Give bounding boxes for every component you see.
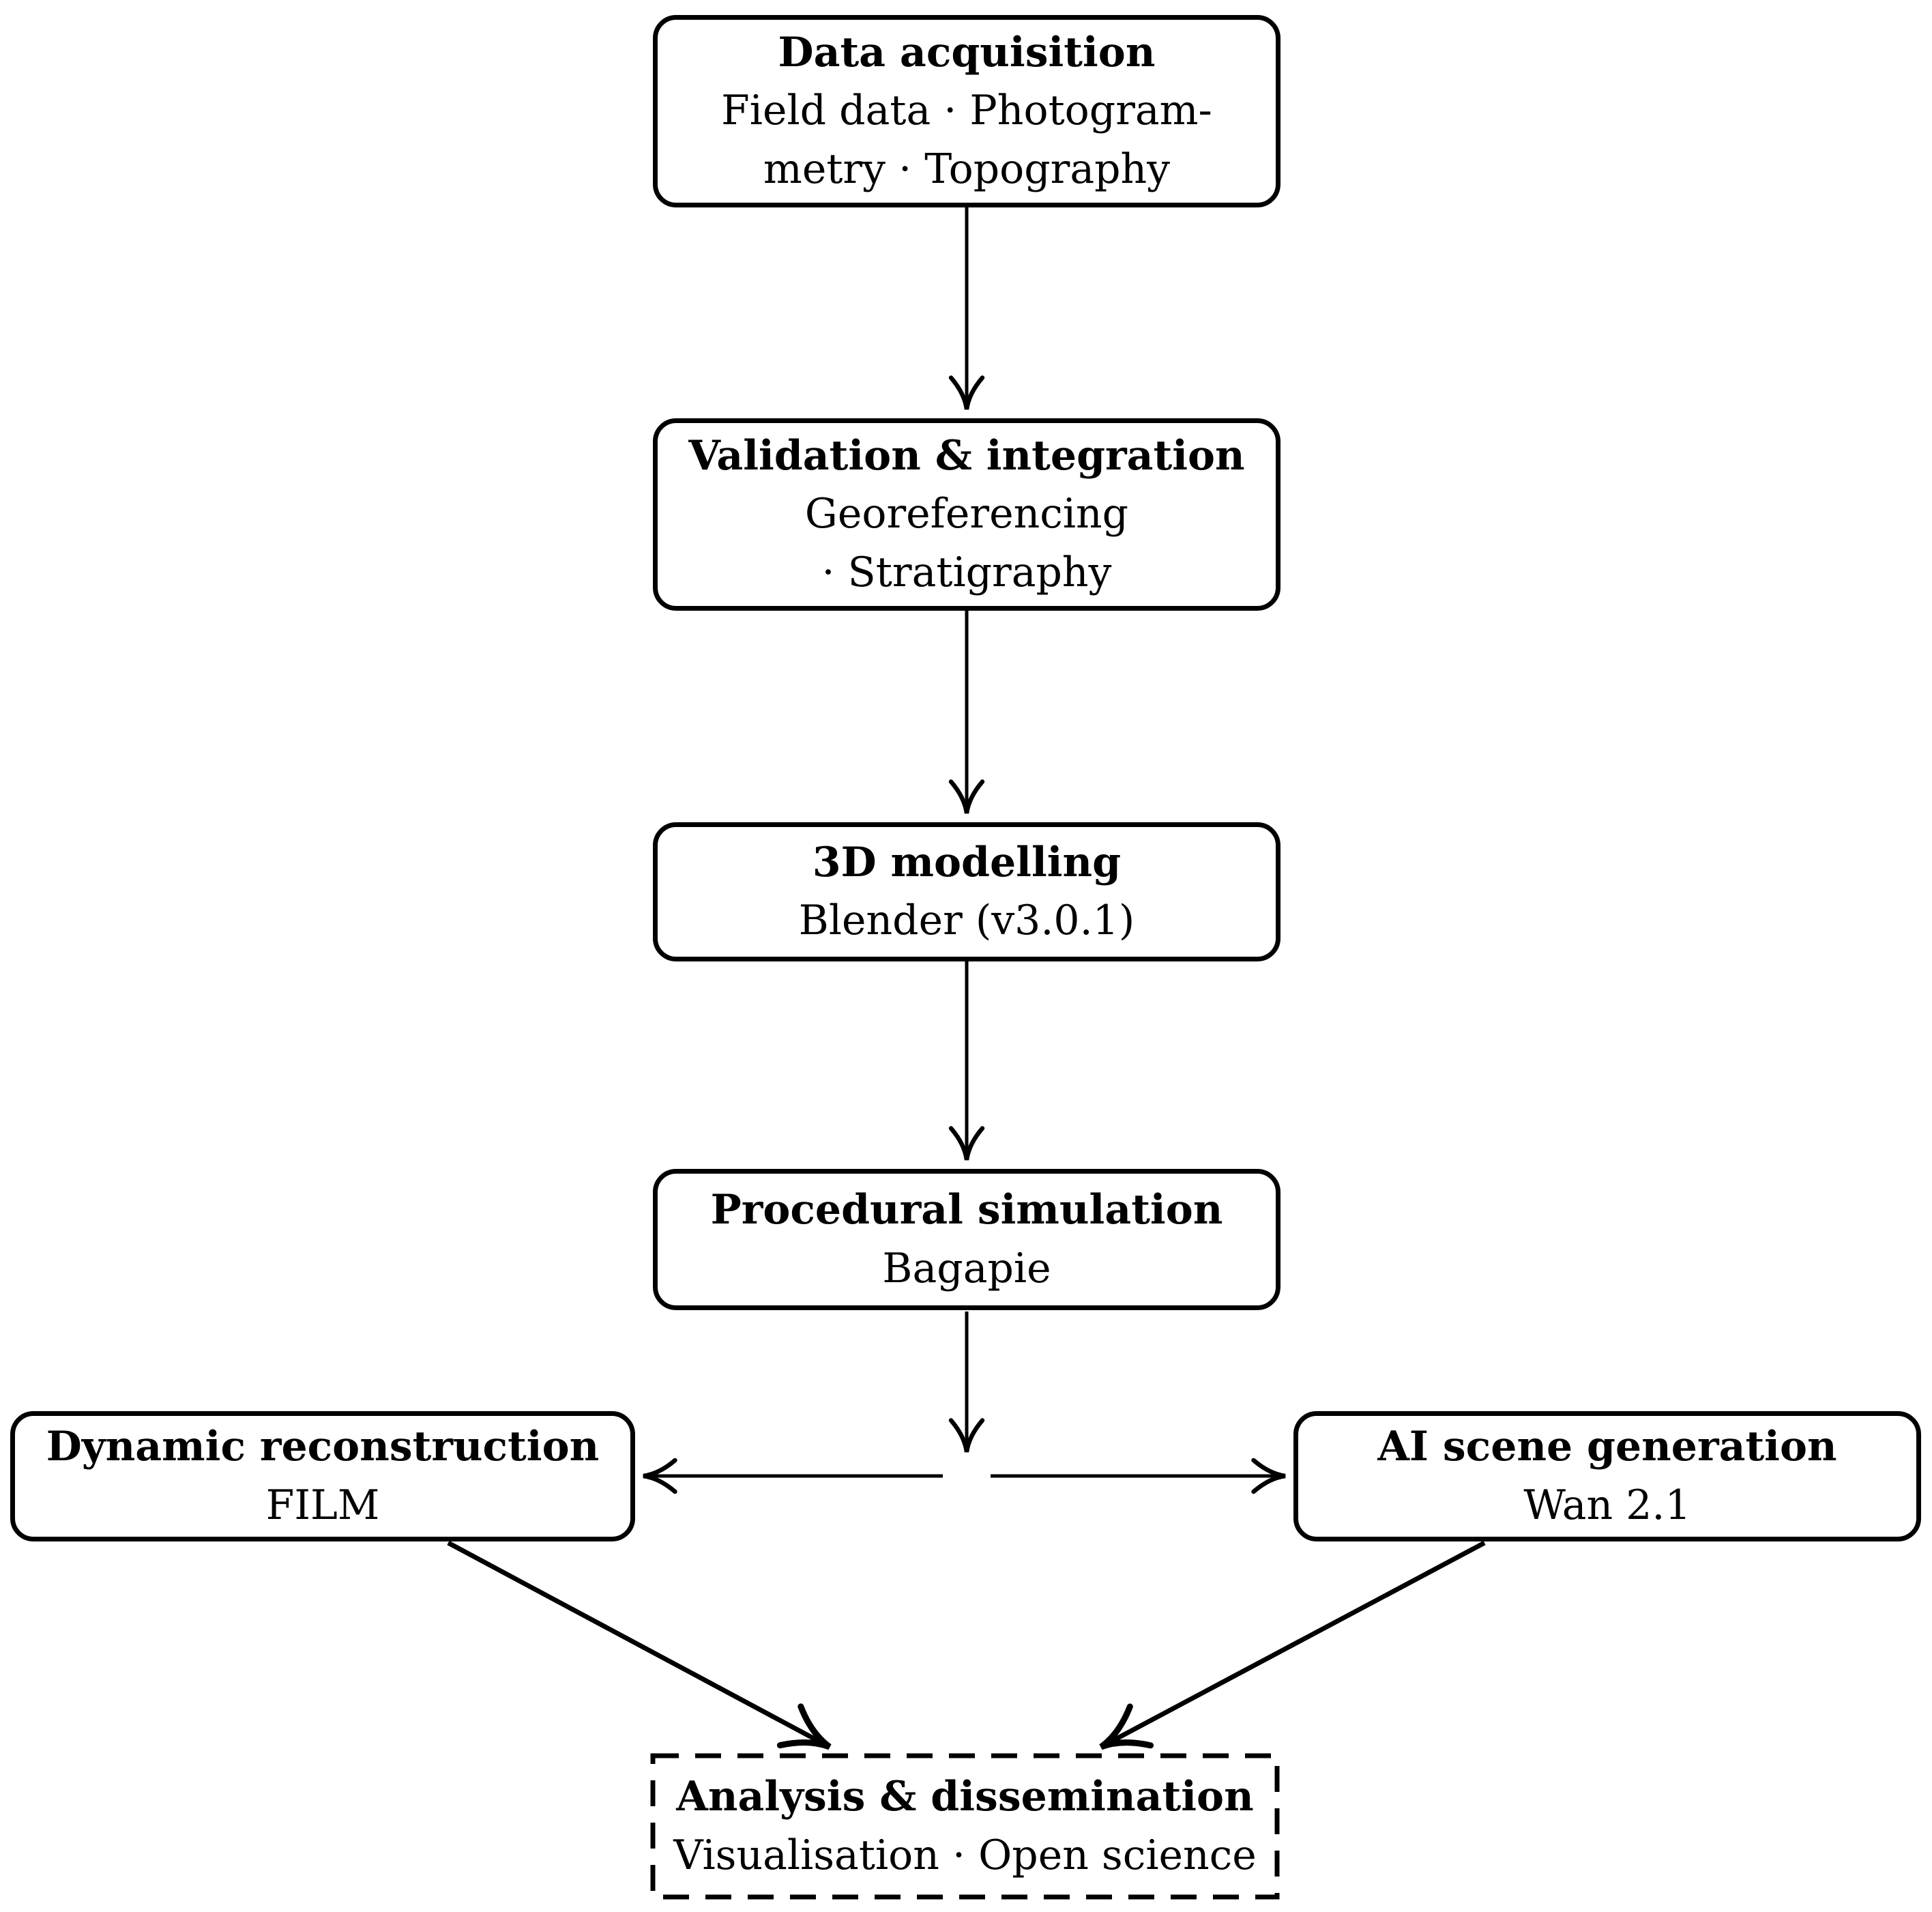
node-subtitle-line: Visualisation · Open science: [673, 1831, 1257, 1879]
node-subtitle-line: Bagapie: [882, 1244, 1051, 1292]
node-subtitle-line: Field data · Photogram-: [721, 87, 1212, 135]
node-title: Analysis & dissemination: [676, 1773, 1254, 1821]
node-subtitle-line: Georeferencing: [804, 490, 1129, 538]
node-subtitle-line: Wan 2.1: [1523, 1481, 1691, 1529]
node-procedural-simulation: Procedural simulation Bagapie: [653, 1169, 1280, 1310]
node-3d-modelling: 3D modelling Blender (v3.0.1): [653, 822, 1280, 961]
node-title: Data acquisition: [778, 29, 1156, 77]
node-validation-integration: Validation & integration Georeferencing …: [653, 418, 1280, 611]
node-subtitle-line: metry · Topography: [763, 145, 1171, 193]
node-title: 3D modelling: [812, 838, 1122, 886]
arrow-ai-to-analysis: [1099, 1540, 1486, 1750]
node-ai-scene-generation: AI scene generation Wan 2.1: [1293, 1411, 1921, 1541]
node-title: AI scene generation: [1377, 1423, 1837, 1471]
node-data-acquisition: Data acquisition Field data · Photogram-…: [653, 15, 1280, 207]
arrow-dynamic-to-analysis: [447, 1540, 832, 1750]
node-analysis-dissemination: Analysis & dissemination Visualisation ·…: [653, 1756, 1277, 1897]
node-title: Validation & integration: [688, 432, 1245, 480]
node-title: Dynamic reconstruction: [46, 1423, 600, 1471]
node-dynamic-reconstruction: Dynamic reconstruction FILM: [10, 1411, 635, 1541]
analysis-dashed-border: [650, 1753, 1280, 1900]
node-subtitle-line: Blender (v3.0.1): [798, 897, 1135, 944]
node-subtitle-line: FILM: [265, 1481, 380, 1529]
node-title: Procedural simulation: [710, 1186, 1223, 1234]
node-subtitle-line: · Stratigraphy: [821, 548, 1112, 596]
